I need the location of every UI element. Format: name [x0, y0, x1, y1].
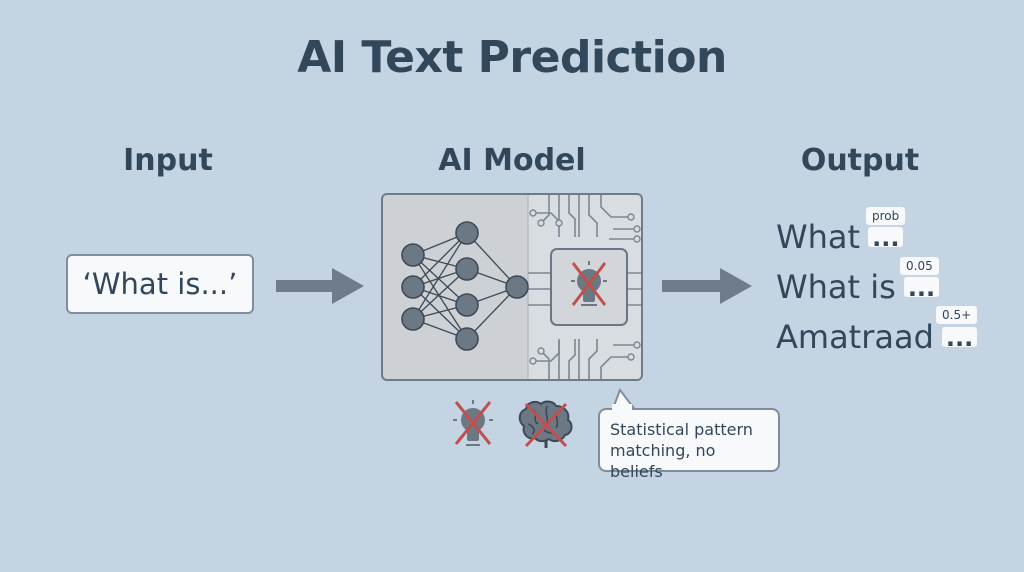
output-line-1: What ... [776, 218, 904, 256]
right-arrow-icon [662, 268, 752, 304]
continuation-dots: ... [903, 276, 940, 300]
right-arrow-icon [276, 268, 364, 304]
probability-tag: 0.05 [900, 257, 939, 275]
input-box: ‘What is...’ [66, 254, 254, 314]
output-heading: Output [800, 143, 920, 178]
model-heading: AI Model [438, 143, 586, 178]
output-text: What [776, 218, 861, 256]
continuation-dots: ... [941, 326, 978, 350]
circuit-chip-icon [528, 195, 641, 379]
input-text: ‘What is...’ [82, 267, 238, 301]
input-heading: Input [123, 143, 213, 178]
callout-bubble: Statistical pattern matching, no beliefs [598, 408, 780, 481]
probability-tag: 0.5+ [936, 306, 978, 324]
output-text: What is [776, 268, 896, 306]
continuation-dots: ... [868, 226, 904, 250]
callout-line-1: Statistical pattern [610, 420, 753, 439]
page-title: AI Text Prediction [297, 32, 727, 83]
probability-tag: prob [866, 207, 906, 225]
crossed-brain-icon [518, 400, 573, 448]
callout-pointer-mask [612, 404, 632, 412]
crossed-lightbulb-icon [571, 261, 607, 306]
output-text: Amatraad [776, 318, 934, 356]
crossed-lightbulb-icon [453, 400, 493, 446]
neural-network-icon [401, 221, 529, 351]
output-line-2: What is ... [776, 268, 940, 306]
output-line-3: Amatraad ... [776, 318, 978, 356]
ai-model-box [381, 193, 643, 381]
callout-line-2: matching, no beliefs [610, 441, 716, 481]
